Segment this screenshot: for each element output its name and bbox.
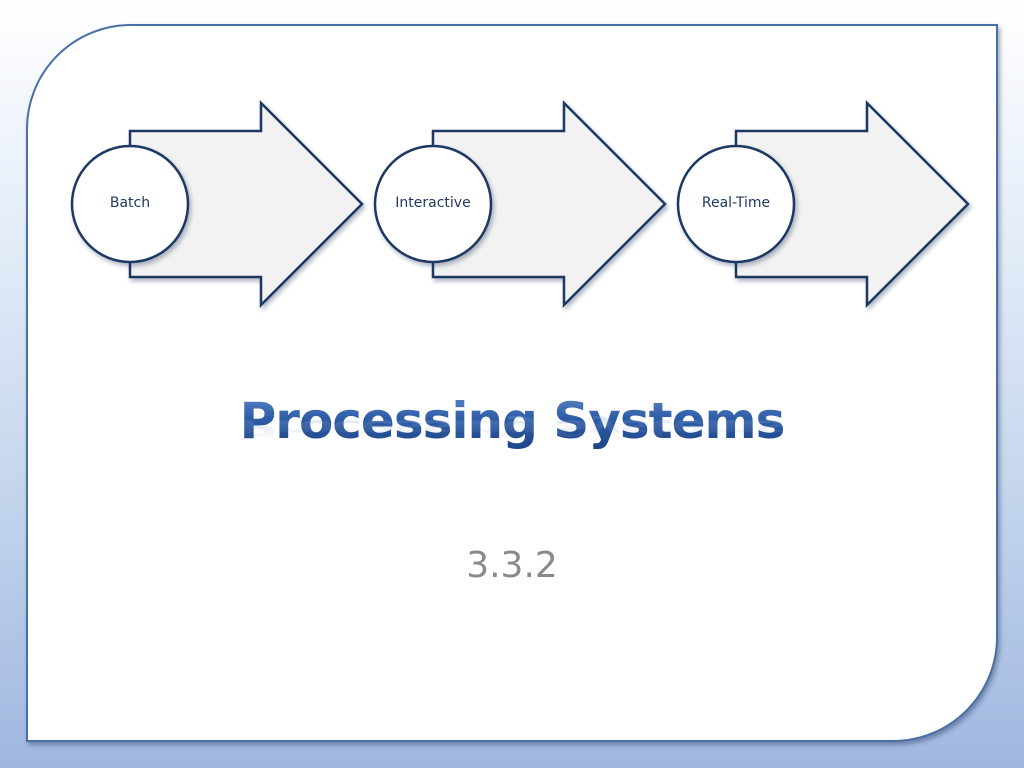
step-label-interactive: Interactive xyxy=(395,195,471,211)
slide-title-reflection: Processing Systems xyxy=(239,415,785,442)
step-label-real-time: Real-Time xyxy=(701,195,771,211)
step-2-arrow xyxy=(431,99,667,309)
step-label-batch: Batch xyxy=(109,195,151,211)
step-3-arrow xyxy=(734,99,970,309)
step-2-circle xyxy=(373,144,493,264)
slide-subtitle: 3.3.2 xyxy=(466,545,558,586)
step-3-circle xyxy=(676,144,796,264)
step-1-arrow xyxy=(128,99,364,309)
step-1-circle xyxy=(70,144,190,264)
slide-title: Processing Systems xyxy=(0,386,1024,456)
